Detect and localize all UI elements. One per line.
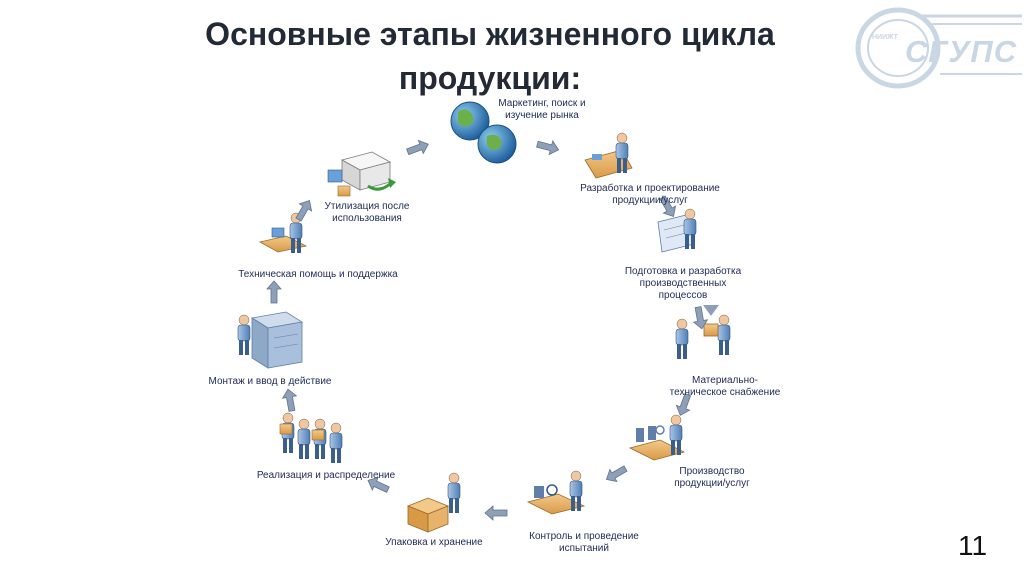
flow-arrow — [535, 136, 561, 158]
stage-label-marketing: Маркетинг, поиск и изучение рынка — [498, 98, 586, 121]
server-rack-icon — [237, 311, 304, 369]
delivery-people-icon — [279, 412, 343, 464]
stage-label-testing: Контроль и проведение испытаний — [529, 531, 639, 554]
stage-label-process-prep: Подготовка и разработка производственных… — [624, 266, 742, 301]
stage-label-packing: Упаковка и хранение — [385, 537, 483, 548]
flow-arrow — [280, 387, 300, 413]
inspection-icon — [526, 470, 586, 515]
flow-arrow — [404, 137, 432, 159]
stage-label-installation: Монтаж и ввод в действие — [208, 376, 332, 387]
flow-arrow — [266, 280, 282, 304]
packing-icon — [406, 472, 461, 533]
title-line-2: продукции: — [398, 60, 582, 96]
university-logo — [855, 7, 1022, 89]
title-line-1: Основные этапы жизненного цикла — [205, 16, 775, 52]
truck-recycle-icon — [327, 151, 396, 197]
machine-icon — [628, 414, 686, 461]
helpdesk-icon — [258, 212, 308, 254]
page-number: 11 — [958, 530, 988, 561]
stage-label-supply: Материально- техническое снабжение — [669, 375, 781, 398]
flow-arrow — [602, 462, 630, 486]
logo-small-text: НИИЖТ — [872, 34, 898, 41]
workers-boxes-icon — [675, 305, 731, 360]
logo-text: СГУПС — [905, 34, 1018, 69]
stage-label-disposal: Утилизация после использования — [324, 201, 410, 224]
stage-label-distribution: Реализация и распределение — [256, 470, 396, 481]
stage-label-design: Разработка и проектирование продукции/ус… — [580, 183, 720, 206]
slide-title: Основные этапы жизненного цикла продукци… — [100, 12, 880, 100]
designer-icon — [584, 132, 633, 179]
stage-label-production: Производство продукции/услуг — [674, 466, 750, 489]
stage-label-support: Техническая помощь и поддержка — [238, 269, 398, 280]
flow-arrow — [484, 505, 508, 521]
globes-icon — [450, 101, 517, 164]
blueprint-icon — [657, 208, 697, 253]
